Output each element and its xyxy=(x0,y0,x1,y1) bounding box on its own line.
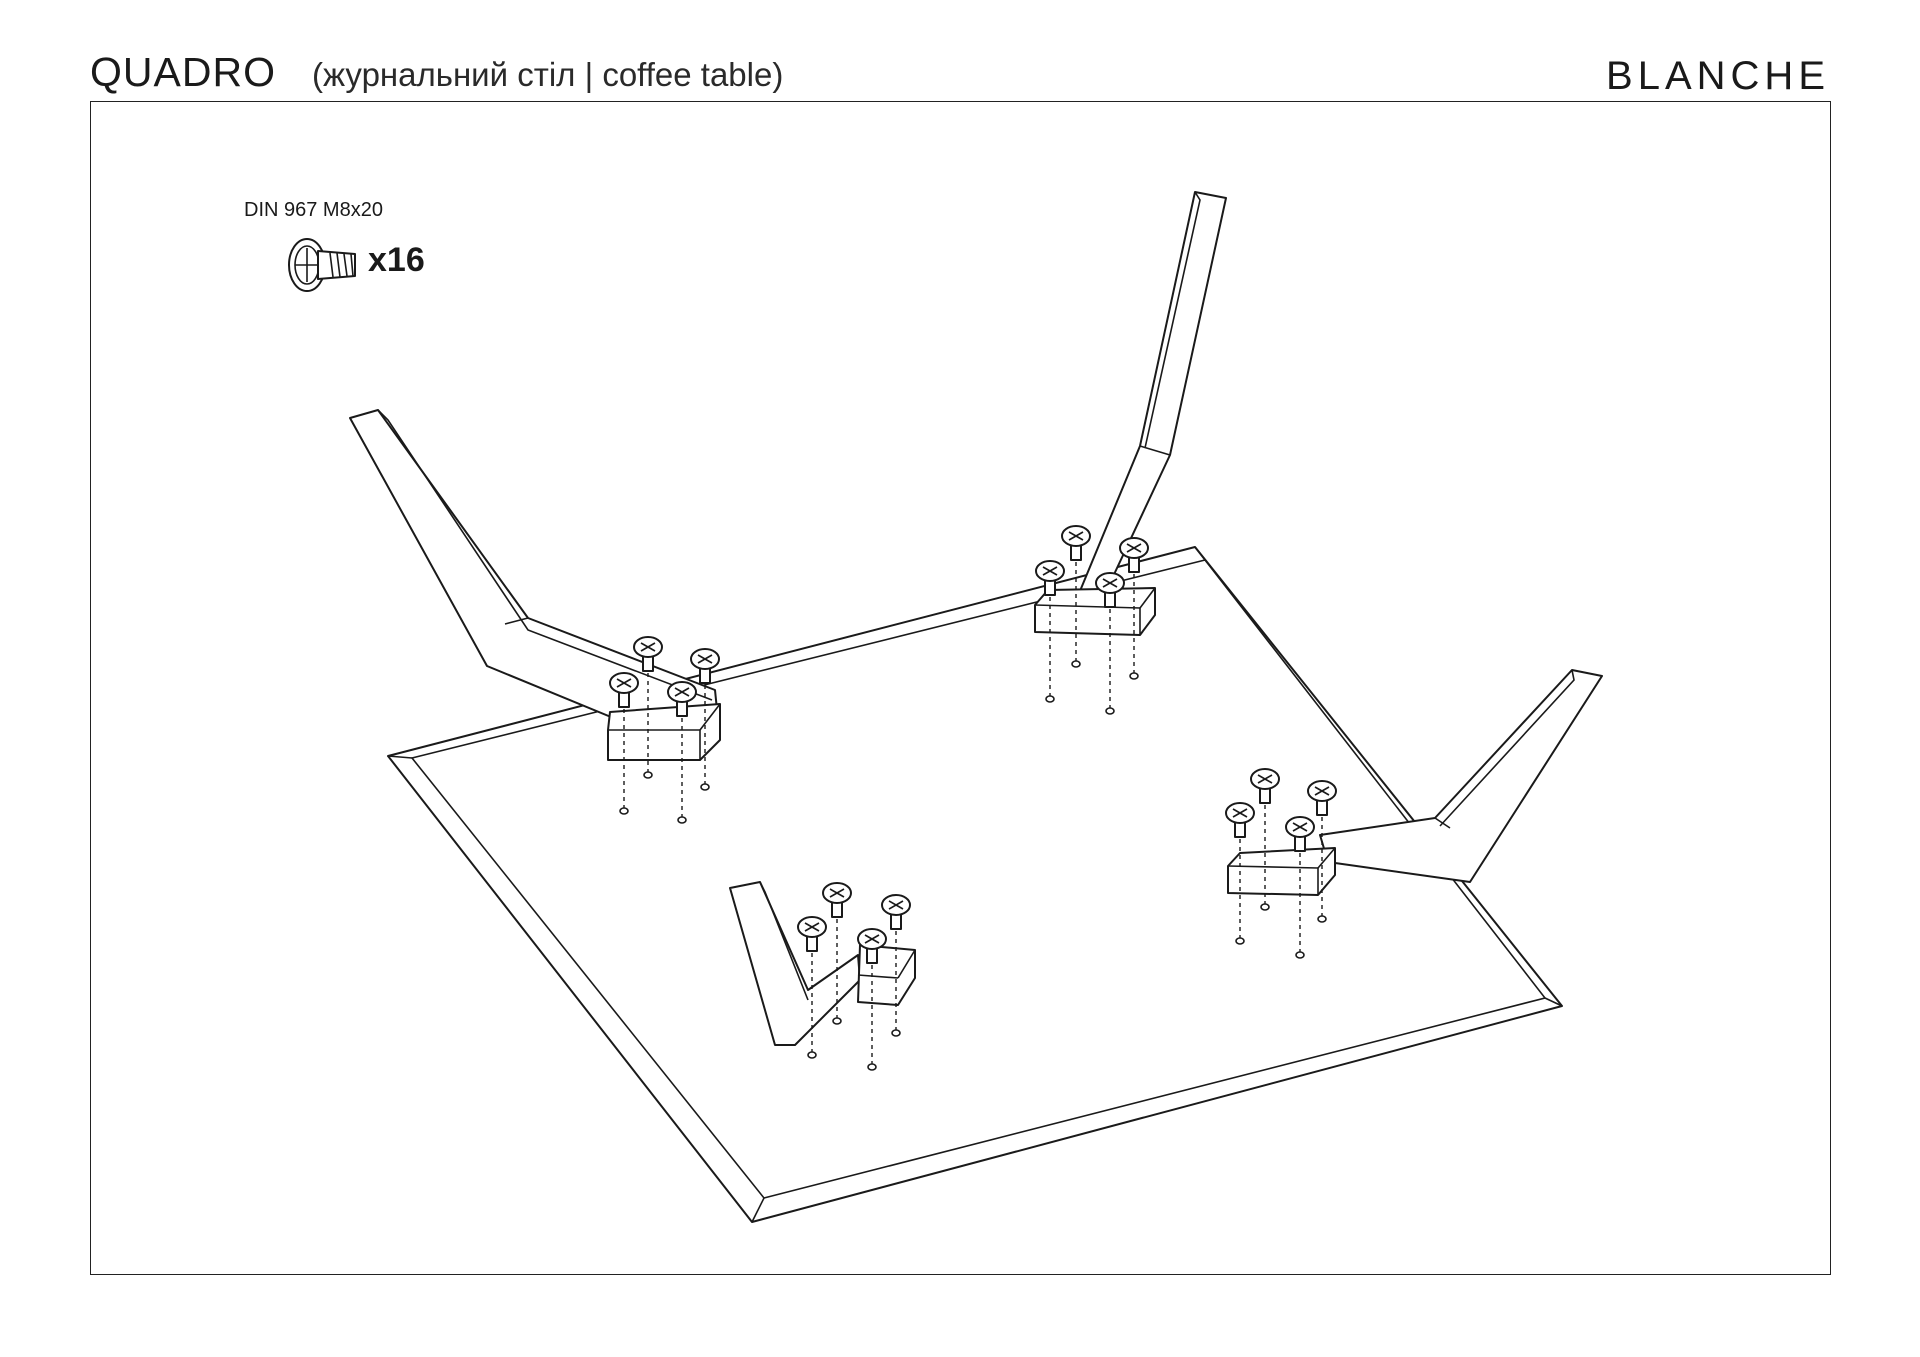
screw-icon xyxy=(1035,560,1065,703)
screw-icon xyxy=(1061,525,1091,668)
screw-icon xyxy=(881,894,911,1037)
screw-icon xyxy=(1119,537,1149,680)
model-description: (журнальний стіл | coffee table) xyxy=(312,56,784,93)
screw-icon xyxy=(857,928,887,1071)
screw-icon xyxy=(1285,816,1315,959)
screw-group xyxy=(609,525,1337,1071)
screw-icon xyxy=(633,636,663,779)
screw-icon xyxy=(1095,572,1125,715)
screw-quantity: x16 xyxy=(368,241,425,279)
screw-label: DIN 967 M8x20 xyxy=(244,199,383,221)
leg-top-middle xyxy=(1034,191,1227,636)
screw-icon xyxy=(690,648,720,791)
screw-icon xyxy=(667,681,697,824)
screw-icon xyxy=(797,916,827,1059)
model-title: QUADRO xyxy=(90,49,276,95)
header: QUADRO (журнальний стіл | coffee table) … xyxy=(90,46,1830,98)
diagram-frame xyxy=(90,101,1831,1275)
screw-icon xyxy=(1225,802,1255,945)
screw-icon xyxy=(1250,768,1280,911)
screw-icon xyxy=(609,672,639,815)
phillips-screw-icon xyxy=(288,238,356,292)
brand-logo: BLANCHE xyxy=(1606,54,1830,98)
screw-icon xyxy=(1307,780,1337,923)
leg-right xyxy=(1227,669,1603,896)
screw-icon xyxy=(822,882,852,1025)
leg-top-left xyxy=(349,409,721,761)
